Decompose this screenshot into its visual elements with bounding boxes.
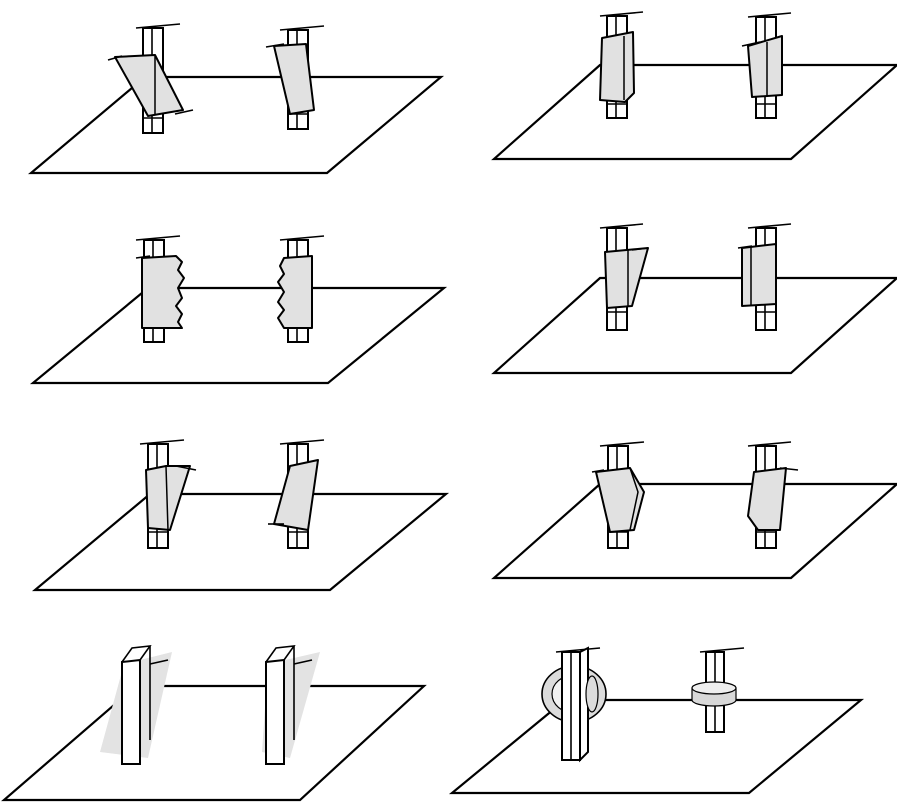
plane-c: [33, 288, 444, 383]
panel-d: [494, 224, 897, 373]
plane-b: [494, 65, 897, 159]
sleeve-c-left: [142, 256, 184, 328]
sleeve-d-right: [742, 244, 776, 306]
panel-g: [4, 646, 424, 800]
panel-c: [33, 236, 444, 383]
sleeve-c-right: [278, 256, 312, 328]
sleeve-f-right: [748, 468, 786, 530]
plane-a: [31, 77, 441, 173]
panel-a: [31, 24, 441, 173]
panel-e: [35, 440, 446, 590]
panel-b: [494, 12, 897, 159]
sleeve-b-right: [748, 36, 782, 97]
sleeve-b-left: [600, 32, 634, 102]
plane-e: [35, 494, 446, 590]
panel-h: [452, 648, 861, 793]
plane-g: [4, 686, 424, 800]
plane-f: [494, 484, 897, 578]
plane-h: [452, 700, 861, 793]
panel-f: [494, 442, 897, 578]
disk-h-right: [692, 682, 736, 706]
plane-d: [494, 278, 897, 373]
